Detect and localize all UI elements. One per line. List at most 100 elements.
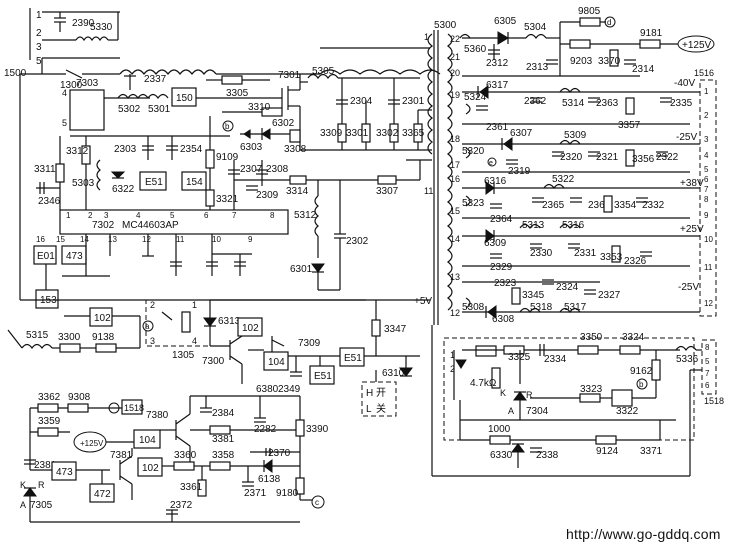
inductor-label: 5317 bbox=[564, 302, 587, 313]
block-label: 473 bbox=[66, 251, 83, 262]
ic-pin: 5 bbox=[170, 211, 175, 220]
marker-e bbox=[487, 157, 497, 167]
ic-mc44603ap bbox=[59, 209, 289, 235]
rail-label: +125V bbox=[80, 439, 104, 448]
resistor-label: 3310 bbox=[248, 102, 271, 113]
pin-label: 2 bbox=[450, 364, 455, 374]
pin-label: 4 bbox=[704, 151, 709, 160]
resistor-label: 3357 bbox=[618, 120, 641, 131]
pin-label: 1 bbox=[36, 10, 42, 21]
secondary-coil bbox=[447, 33, 453, 311]
mains-input-section: 1 2 3 5 1500 2390 5330 1300 2337 bbox=[4, 8, 441, 300]
diode-label: 6138 bbox=[258, 474, 281, 485]
pin-label: 3 bbox=[704, 135, 709, 144]
resistor-label: 3309 bbox=[320, 128, 343, 139]
pin-label: 8 bbox=[705, 343, 710, 352]
block-label: 472 bbox=[94, 489, 111, 500]
block-104b bbox=[133, 429, 161, 449]
inductor-label: 5318 bbox=[530, 302, 553, 313]
relay-label: 1305 bbox=[172, 350, 195, 361]
pin-label: R bbox=[38, 480, 45, 490]
diode-label: 6308 bbox=[492, 314, 515, 325]
block-473b bbox=[51, 461, 77, 481]
inductor-5324 bbox=[465, 103, 471, 115]
block-e51c bbox=[339, 347, 365, 367]
diode-6138 bbox=[263, 459, 273, 473]
diode-label: 6302 bbox=[272, 118, 295, 129]
diode-label: 6330 bbox=[490, 450, 513, 461]
rail-label: -25V bbox=[678, 282, 699, 293]
inductor-label: 5323 bbox=[462, 198, 485, 209]
capacitor-label: 2390 bbox=[72, 18, 95, 29]
transistor-label: 7301 bbox=[278, 70, 301, 81]
inductor-label: 5308 bbox=[462, 302, 485, 313]
transistor-label: 7309 bbox=[298, 338, 321, 349]
capacitor-label: 2320 bbox=[560, 152, 583, 163]
ic-pin: 4 bbox=[136, 211, 141, 220]
resistor-label: 3381 bbox=[212, 434, 235, 445]
resistor-label: 3358 bbox=[212, 450, 235, 461]
standby-relay-section: +5V 5315 3300 9138 2 1 3 4 a 1305 6313 1… bbox=[7, 296, 432, 417]
diode-label: 6317 bbox=[486, 80, 509, 91]
pin-label: 5 bbox=[62, 118, 67, 128]
inductor-5317 bbox=[559, 307, 581, 314]
marker-text: b bbox=[225, 122, 230, 131]
block-e01 bbox=[33, 245, 57, 265]
diode-6316 bbox=[485, 181, 495, 195]
diode-label: 6316 bbox=[484, 176, 507, 187]
resistor-label: 3324 bbox=[622, 332, 645, 343]
regulator-label: 7305 bbox=[30, 500, 53, 511]
ic-pin: 9 bbox=[248, 235, 253, 244]
power-switch bbox=[361, 381, 397, 417]
resistor-label: 3361 bbox=[180, 482, 203, 493]
diode-6301 bbox=[311, 263, 325, 273]
resistor-label: 9162 bbox=[630, 366, 653, 377]
block-label: E51 bbox=[145, 177, 163, 188]
capacitor-label: 2349 bbox=[278, 384, 301, 395]
pin-label: 1 bbox=[704, 87, 709, 96]
switch-off: 关 bbox=[376, 402, 386, 415]
resistor-label: 9109 bbox=[216, 152, 239, 163]
block-label: 104 bbox=[268, 357, 285, 368]
pin-label: 6 bbox=[705, 381, 710, 390]
optocoupler-label: 7303 bbox=[76, 78, 99, 89]
inductor-5309 bbox=[559, 139, 581, 146]
ic-pin: 7 bbox=[232, 211, 237, 220]
block-102b bbox=[237, 317, 263, 337]
resistor-label: 9124 bbox=[596, 446, 619, 457]
diode-label: 6307 bbox=[510, 128, 533, 139]
resistor-label: 9203 bbox=[570, 56, 593, 67]
block-e51b bbox=[309, 365, 335, 385]
transformer-label: 1500 bbox=[4, 68, 27, 79]
diode-label: 6309 bbox=[484, 238, 507, 249]
capacitor-label: 2303 bbox=[114, 144, 137, 155]
pin-label: 11 bbox=[704, 263, 713, 272]
capacitor-label: 2313 bbox=[526, 62, 549, 73]
inductor-label: 5315 bbox=[26, 330, 49, 341]
transistor-label: 7300 bbox=[202, 356, 225, 367]
connector-1516 bbox=[699, 79, 717, 317]
marker-c bbox=[311, 495, 325, 509]
marker-d bbox=[604, 16, 616, 28]
diode-6308 bbox=[487, 305, 497, 319]
switch-h: H bbox=[366, 388, 373, 399]
pin-label: 7 bbox=[705, 369, 710, 378]
pin-label: R bbox=[526, 390, 533, 400]
resistor-label: 3325 bbox=[508, 352, 531, 363]
capacitor-label: 2326 bbox=[624, 256, 647, 267]
marker-b2 bbox=[636, 378, 648, 390]
capacitor-label: 2334 bbox=[544, 354, 567, 365]
pin-label: 4 bbox=[192, 336, 197, 346]
capacitor-label: 2361 bbox=[486, 122, 509, 133]
rail-label: +38V bbox=[680, 178, 704, 189]
secondary-outputs: 5360 6305 5304 9805 d 9203 9181 +125V 23… bbox=[459, 6, 717, 325]
resistor-label: 3371 bbox=[640, 446, 663, 457]
inductor-5314 bbox=[559, 87, 581, 94]
pin-label: 2 bbox=[150, 300, 155, 310]
capacitor-label: 2354 bbox=[180, 144, 203, 155]
ic-pin: 1 bbox=[66, 211, 71, 220]
inductor-5308 bbox=[465, 297, 471, 309]
pin-label: 5 bbox=[704, 165, 709, 174]
resistor-label: 9138 bbox=[92, 332, 115, 343]
